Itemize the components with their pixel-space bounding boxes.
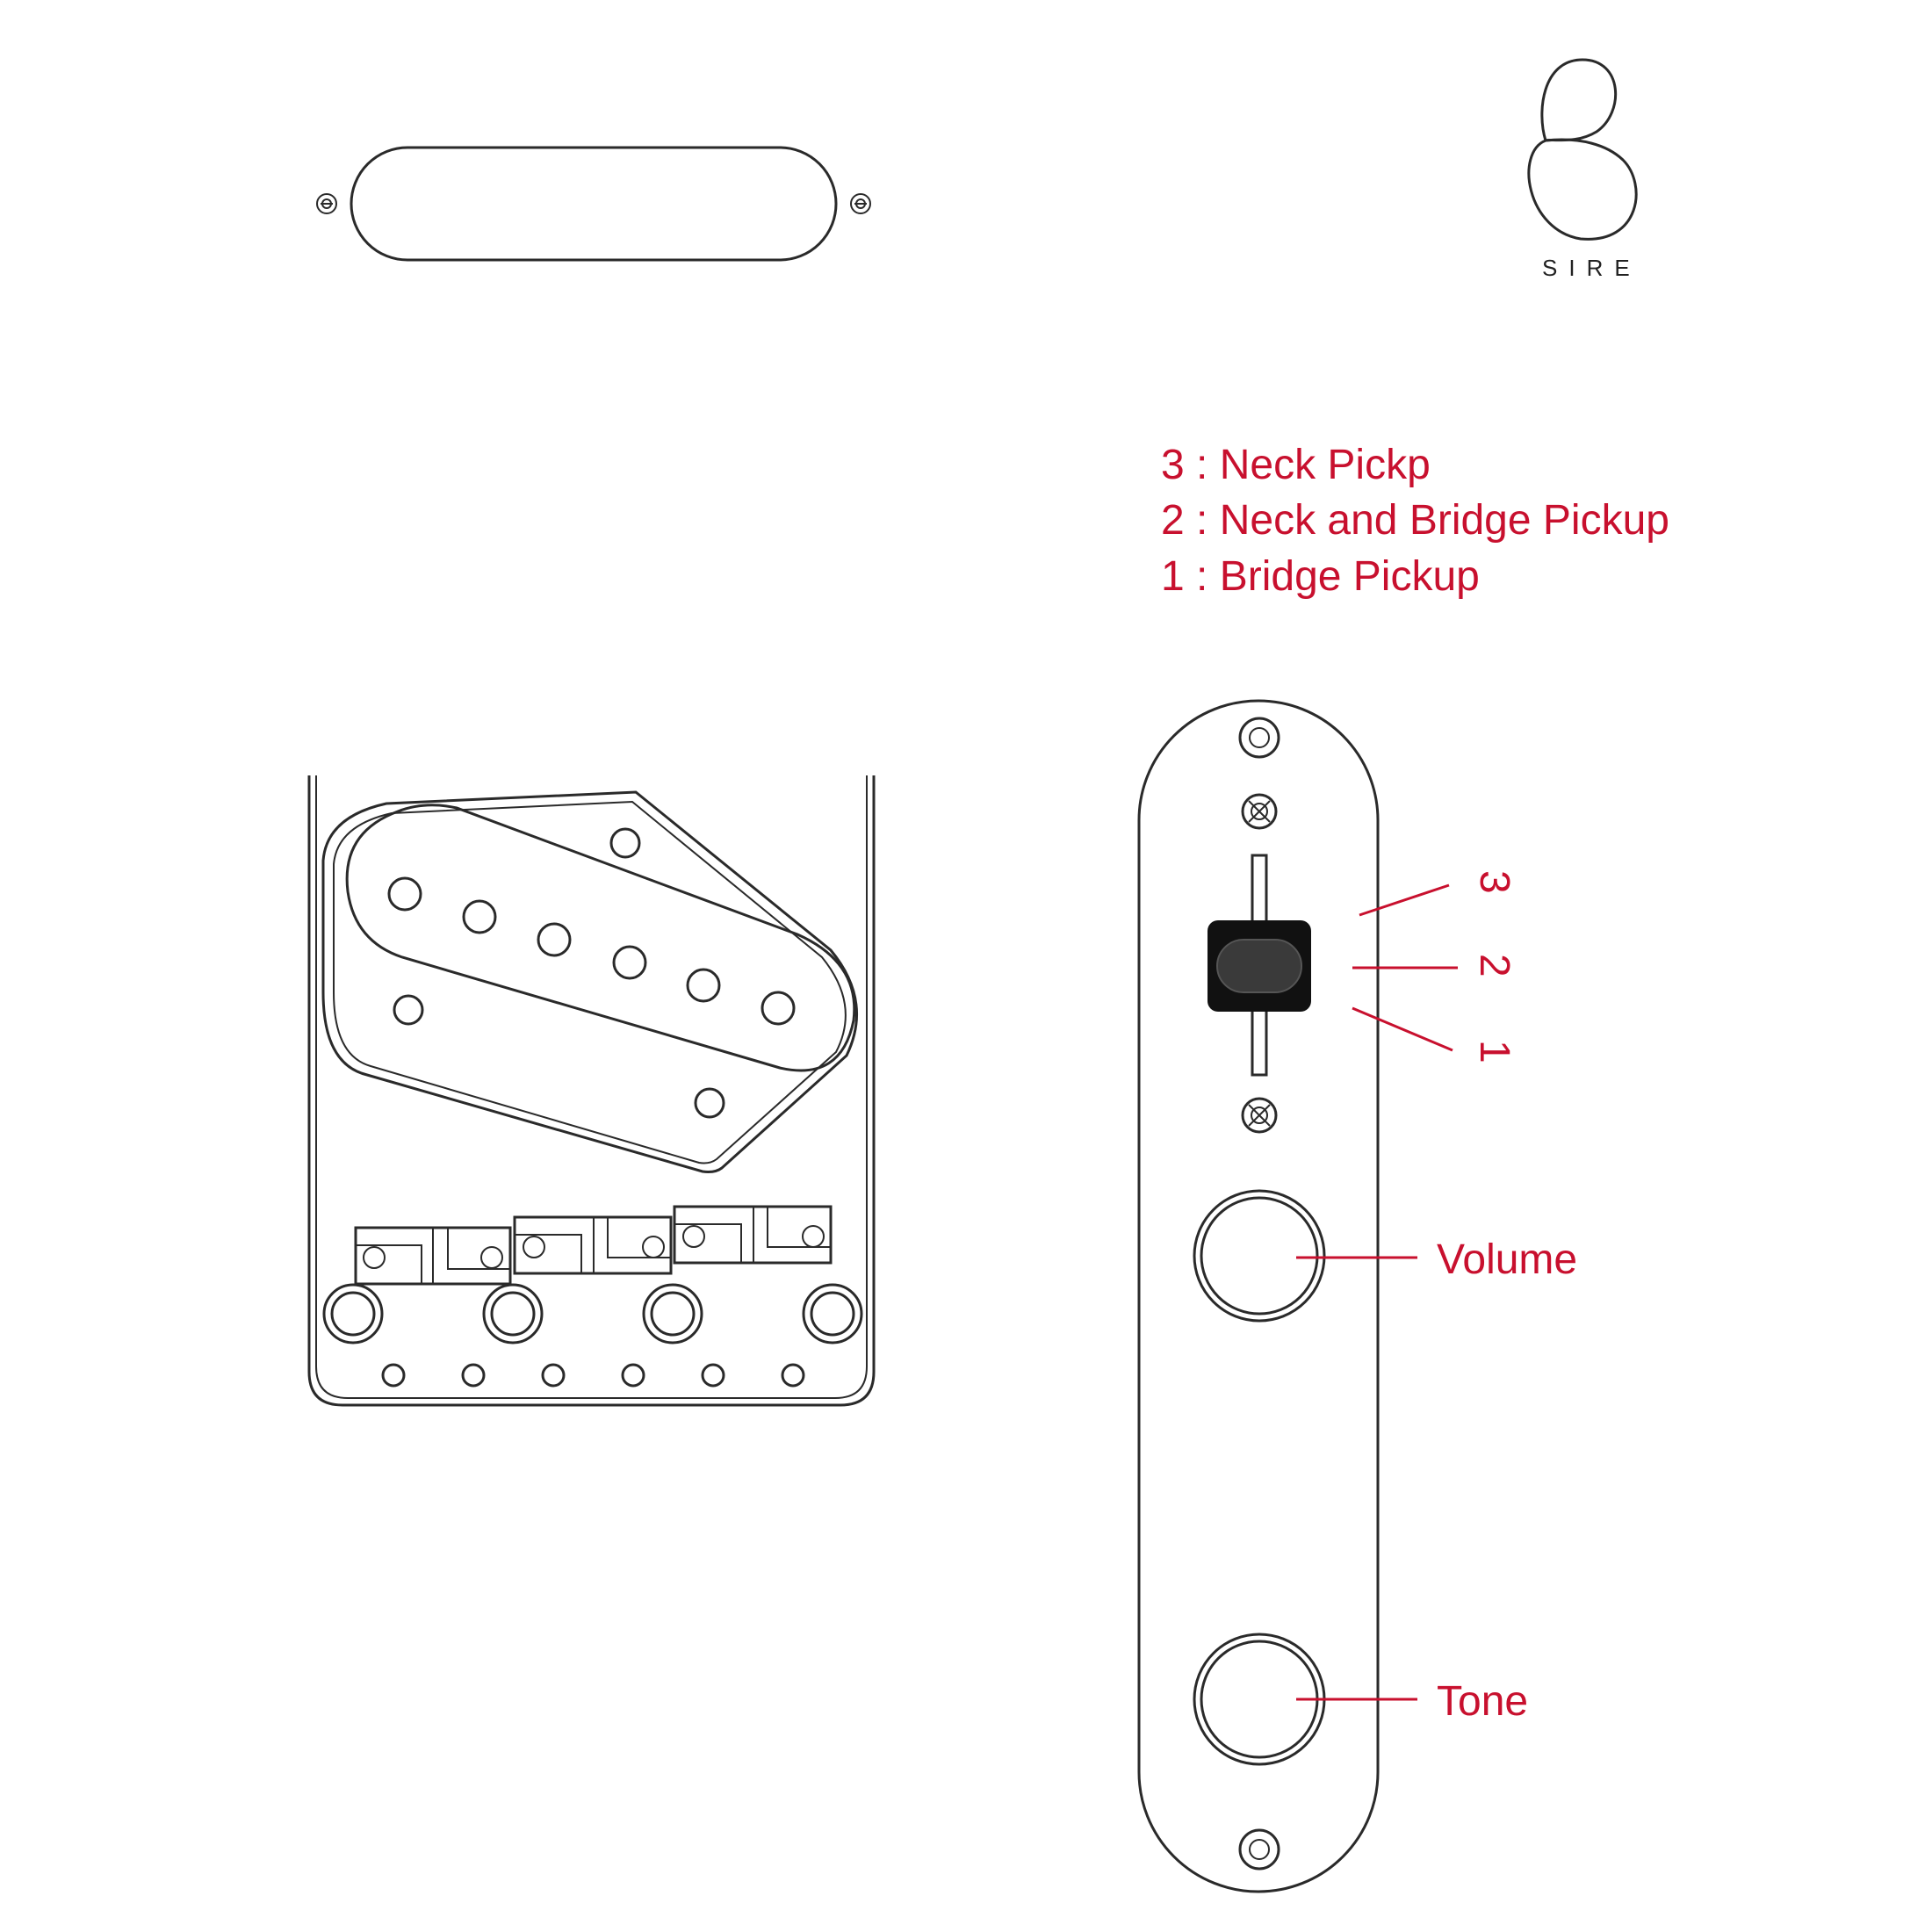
- bridge-pickup-cover: [345, 804, 856, 1072]
- sire-logo-mark: [1540, 58, 1618, 142]
- pole-piece: [612, 945, 647, 980]
- position-3-label: 3: [1471, 870, 1517, 894]
- string-hole: [621, 1363, 645, 1388]
- position-1-label: 1: [1471, 1040, 1517, 1063]
- control-plate-screw-bottom: [1238, 1828, 1280, 1871]
- switch-screw-bottom: [1241, 1097, 1278, 1134]
- bridge-mount-screw: [802, 1283, 863, 1344]
- sire-wordmark: SIRE: [1542, 255, 1641, 281]
- pole-piece: [537, 922, 572, 957]
- string-hole: [541, 1363, 566, 1388]
- legend-position-1: 1 : Bridge Pickup: [1161, 553, 1480, 600]
- pickup-mount-screw-left: [393, 994, 424, 1026]
- pole-piece: [686, 968, 721, 1003]
- saddle-pair-2: [513, 1215, 673, 1275]
- position-1-line: [1352, 1006, 1453, 1052]
- position-3-line: [1359, 883, 1450, 917]
- switch-position-indicators: 3 2 1: [1352, 870, 1517, 1063]
- bridge-mount-screw: [482, 1283, 544, 1344]
- neck-pickup-mount-screw-right: [850, 193, 871, 214]
- pickup-selector-switch-tip[interactable]: [1208, 920, 1311, 1012]
- pickup-pole-pieces: [387, 876, 796, 1026]
- pickup-mount-screw-bottom: [694, 1087, 725, 1119]
- tone-label: Tone: [1437, 1678, 1528, 1725]
- string-through-holes: [381, 1363, 805, 1388]
- neck-pickup-cover: [316, 146, 871, 262]
- legend-position-2: 2 : Neck and Bridge Pickup: [1161, 497, 1669, 544]
- string-hole: [461, 1363, 486, 1388]
- pole-piece: [761, 991, 796, 1026]
- sire-logo: SIRE: [1527, 58, 1641, 281]
- switch-screw-top: [1241, 793, 1278, 830]
- bridge-mount-screw: [322, 1283, 384, 1344]
- legend-position-3: 3 : Neck Pickp: [1161, 442, 1431, 488]
- volume-knob[interactable]: [1193, 1189, 1326, 1323]
- saddle-pair-1: [354, 1226, 512, 1286]
- bridge-pickup-surround: [321, 790, 858, 1173]
- control-plate-screw-top: [1238, 717, 1280, 759]
- pickup-mount-screw-top: [609, 827, 641, 859]
- saddle-pair-3: [673, 1205, 833, 1265]
- pole-piece: [387, 876, 422, 912]
- neck-pickup-mount-screw-left: [316, 193, 337, 214]
- bridge-mount-screws: [322, 1283, 863, 1344]
- position-2-label: 2: [1471, 954, 1517, 977]
- string-hole: [381, 1363, 406, 1388]
- string-hole: [781, 1363, 805, 1388]
- bridge-plate: [307, 775, 876, 1407]
- control-plate: 3 2 1 Volume Tone: [1137, 699, 1577, 1893]
- switch-legend: 3 : Neck Pickp 2 : Neck and Bridge Picku…: [1161, 442, 1669, 600]
- pole-piece: [462, 899, 497, 934]
- volume-label: Volume: [1437, 1236, 1577, 1283]
- bridge-saddles: [354, 1205, 833, 1286]
- string-hole: [701, 1363, 725, 1388]
- bridge-mount-screw: [642, 1283, 703, 1344]
